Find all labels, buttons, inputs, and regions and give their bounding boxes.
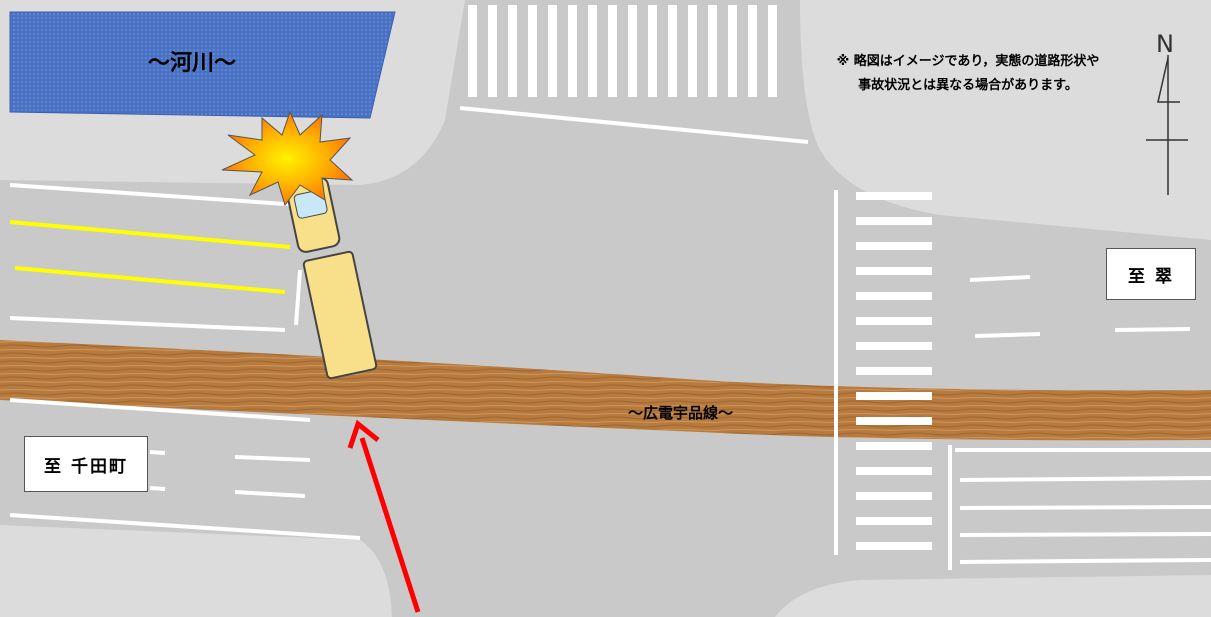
sidewalk-northeast (800, 0, 1211, 240)
destination-west-label: 至 千田町 (24, 436, 148, 492)
river (9, 11, 396, 119)
lane-marks-west-south (9, 398, 361, 540)
crosswalk-north (468, 5, 777, 97)
travel-direction-arrow (347, 419, 421, 613)
disclaimer-note: ※ 略図はイメージであり，実態の道路形状や 事故状況とは異なる場合があります。 (798, 50, 1138, 98)
tramline-label: ～広電宇品線～ (628, 404, 734, 422)
compass-north-label: N (1156, 30, 1174, 58)
stop-line-north (459, 106, 809, 144)
truck-trailer (302, 250, 378, 380)
river-label: ～河川～ (148, 51, 237, 76)
sidewalk-southeast (775, 575, 1211, 617)
compass-icon (1146, 55, 1188, 195)
disclaimer-line-2: 事故状況とは異なる場合があります。 (858, 78, 1078, 93)
lane-marks-west-north (9, 183, 302, 332)
tram-track (0, 340, 1211, 441)
disclaimer-line-1: ※ 略図はイメージであり，実態の道路形状や (836, 54, 1100, 69)
destination-east-label: 至 翠 (1106, 248, 1196, 300)
lane-marks-east (955, 264, 1211, 564)
sidewalk-southwest (0, 525, 392, 617)
impact-burst (221, 110, 354, 207)
crosswalk-east (856, 192, 932, 550)
